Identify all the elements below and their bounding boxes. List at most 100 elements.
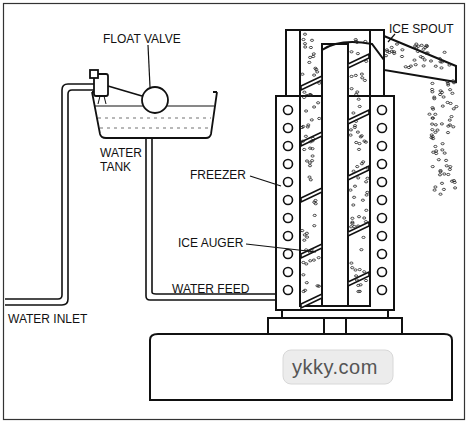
ice-flake [424,46,427,48]
ice-flake [317,257,320,259]
part-label: WATER FEED [172,282,262,296]
ice-flake [314,199,317,201]
ice-flake [433,98,436,100]
ice-flake [349,189,352,191]
coil-tube [378,232,387,241]
ice-flake [452,82,455,84]
ice-flake [452,126,455,128]
ice-flake [313,225,316,227]
ice-flake [357,216,360,218]
ice-flake [452,108,455,110]
auger-flight [348,272,369,286]
ice-spout [322,36,456,82]
ice-flake [309,179,312,181]
ice-flake [308,165,311,167]
ice-flake [360,73,363,75]
ice-flake [313,74,316,76]
auger-flight [348,222,369,236]
frame [4,4,465,420]
part-label: FREEZER [190,168,260,182]
ice-flake [416,50,419,52]
ice-flake [448,119,451,121]
ice-flake [311,160,314,162]
ice-flake [309,94,312,96]
ice-flake [350,88,353,90]
ice-flake [364,221,367,223]
ice-flake [355,93,358,95]
ice-flake [434,65,437,67]
ice-flake [363,140,366,142]
ice-flake [393,51,396,53]
ice-flake [415,43,418,45]
ice-flake [356,91,359,93]
ice-flake [305,263,308,265]
ice-flake [431,117,434,119]
part-label: WATER INLET [8,312,108,326]
ice-flake [358,269,361,271]
ice-flake [356,166,359,168]
ice-flake [438,58,441,60]
ice-flake [434,131,437,133]
ice-flake [301,230,304,232]
ice-flake [303,33,306,35]
ice-flake [404,66,407,68]
ice-flake [350,75,353,77]
ice-flake [449,89,452,91]
ice-flake [354,269,357,271]
ice-flake [432,108,435,110]
ice-flake [454,187,457,189]
ice-flake [305,160,308,162]
ice-flake [350,51,353,53]
ice-flake [357,148,360,150]
ice-flake [443,51,446,53]
ice-flake [309,141,312,143]
ice-flake [305,282,308,284]
ice-flake [366,191,369,193]
ice-flake [362,161,365,163]
ice-flake [438,174,441,176]
ice-flake [353,196,356,198]
coil-tube [378,124,387,133]
ice-flake [308,93,311,95]
ice-flake [360,135,363,137]
ice-flake [439,90,442,92]
ice-flake [350,226,353,228]
ice-flake [429,60,432,62]
ice-flake [363,217,366,219]
ice-flake [446,101,449,103]
ice-flake [440,61,443,63]
ice-flake [305,232,308,234]
ice-flake [351,221,354,223]
ice-flake [354,74,357,76]
ice-flake [357,290,360,292]
ice-flake [362,236,365,238]
part-label: ICE AUGER [178,236,248,250]
ice-flake [350,262,353,264]
ice-flake [440,123,443,125]
ice-flake [311,148,314,150]
ice-flake [413,59,416,61]
ice-flake [353,125,356,127]
ice-flake [435,152,438,154]
ice-flake [304,46,307,48]
ice-flake [303,239,306,241]
ice-flake [451,92,454,94]
auger-flight [348,110,369,124]
ice-flake [431,136,434,138]
ice-flake [447,173,450,175]
ice-flake [363,79,366,81]
ice-flake [437,159,440,161]
coil-tube [284,250,293,259]
ice-flake [356,53,359,55]
coil-tube [378,178,387,187]
ice-flake [302,38,305,40]
ice-flake [365,60,368,62]
ice-flake [303,96,306,98]
ice-flake [446,132,449,134]
ice-flake [431,82,434,84]
coil-tube [378,160,387,169]
ice-flake [366,167,369,169]
ice-flake [308,61,311,63]
ice-flake [349,129,352,131]
ice-flake [420,44,423,46]
